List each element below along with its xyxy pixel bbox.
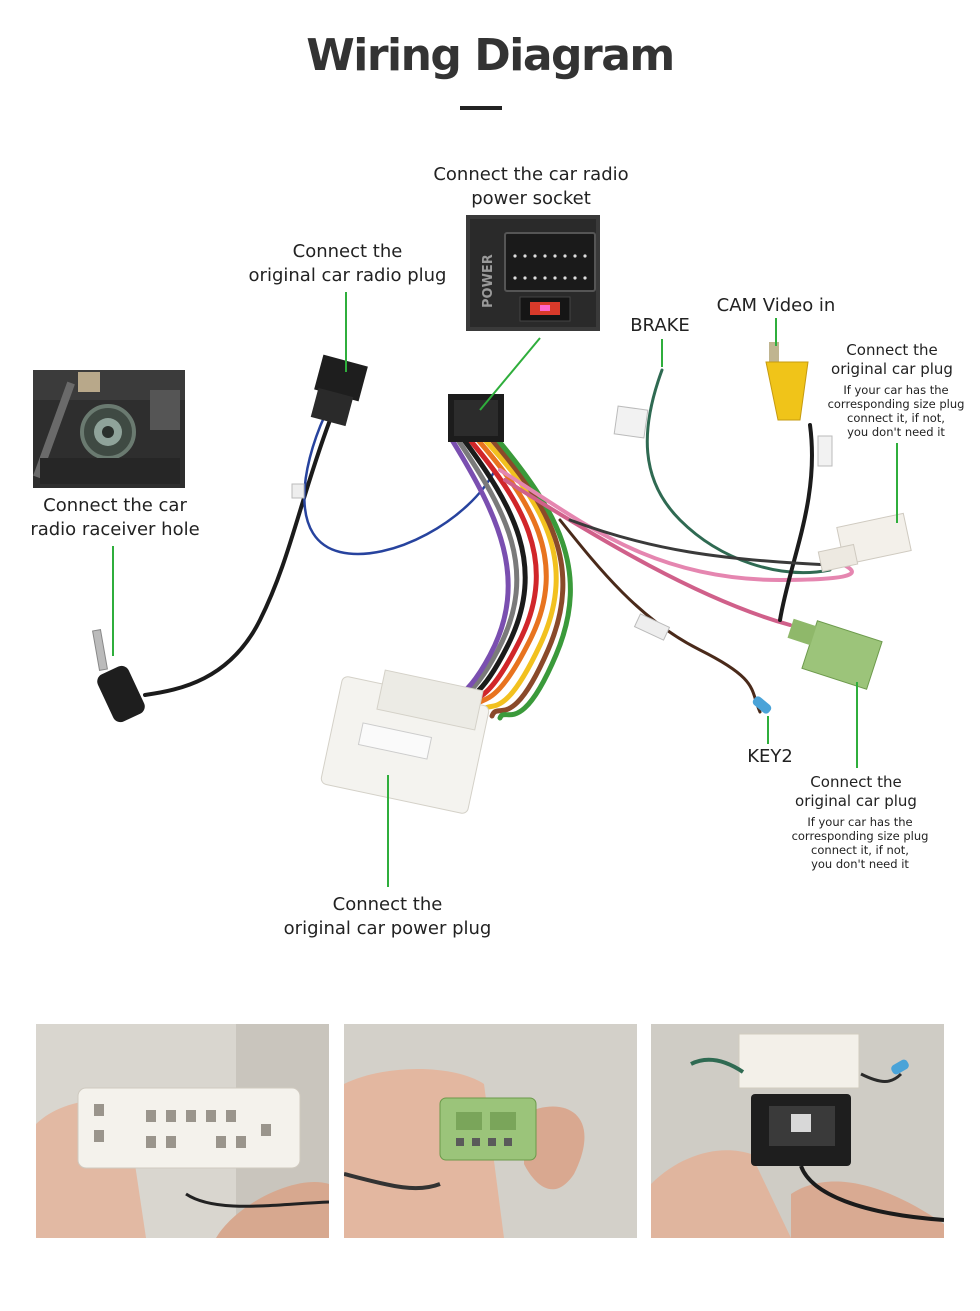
photo-white-plug <box>36 1024 329 1238</box>
power-socket-text: POWER <box>481 254 496 308</box>
green-plug <box>787 618 883 690</box>
label-brake: BRAKE <box>630 315 690 336</box>
white-small-plug <box>817 512 912 573</box>
guide-line-receiver-hole <box>112 546 114 656</box>
antenna-plug <box>92 629 145 723</box>
label-cam-video: CAM Video in <box>716 295 836 316</box>
power-socket-photo: POWER <box>466 215 600 331</box>
power-plug-connector <box>320 669 490 814</box>
guide-line-cam <box>775 318 777 346</box>
16-pin-connector <box>448 394 504 442</box>
guide-line-car-plug-top <box>896 443 898 523</box>
guide-line-car-plug-bottom <box>856 682 858 768</box>
cam-video-rca <box>765 342 833 467</box>
receiver-hole-photo <box>33 370 185 488</box>
guide-line-power-plug <box>387 775 389 887</box>
photo-black-plug <box>651 1024 944 1238</box>
guide-line-radio-plug <box>345 292 347 372</box>
page-title: Wiring Diagram <box>306 30 675 81</box>
guide-line-brake <box>661 339 663 367</box>
guide-line-key2 <box>767 716 769 744</box>
label-key2: KEY2 <box>747 746 793 767</box>
guide-line-power-socket <box>479 337 541 411</box>
wiring-harness-illustration: POWER <box>33 215 912 814</box>
radio-plug-connector <box>310 354 368 427</box>
photo-green-plug <box>344 1024 637 1238</box>
title-underline <box>460 106 502 110</box>
